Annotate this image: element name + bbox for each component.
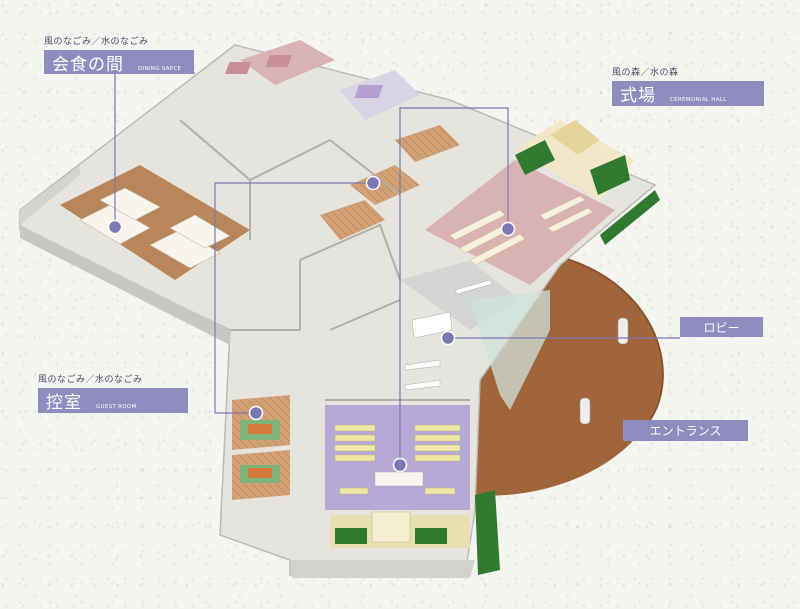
ceremonial-hall-floor (425, 160, 615, 285)
guest-label-group: 風のなごみ／水のなごみ 控室 GUEST ROOM (38, 372, 188, 413)
ceremony-label-group: 風の森／水の森 式場 CEREMONIAL HALL (612, 65, 764, 106)
marker-guest (248, 405, 264, 421)
leader-line-ceremony (399, 107, 509, 465)
guest-title: 控室 (46, 393, 82, 413)
dining-tag: 会食の間 DINING SAPCE (44, 50, 194, 75)
marker-dining (107, 219, 123, 235)
dining-english: DINING SAPCE (138, 66, 182, 72)
ceremony-subtitle: 風の森／水の森 (612, 68, 679, 78)
guest-tag: 控室 GUEST ROOM (38, 388, 188, 413)
dining-label-group: 風のなごみ／水のなごみ 会食の間 DINING SAPCE (44, 34, 194, 75)
marker-guest-top (365, 175, 381, 191)
dining-subtitle: 風のなごみ／水のなごみ (44, 37, 149, 47)
guest-subtitle: 風のなごみ／水のなごみ (38, 375, 143, 385)
lobby-tag: ロビー (680, 317, 763, 337)
marker-ceremony (500, 221, 516, 237)
entrance-tag: エントランス (623, 420, 748, 441)
ceremony-english: CEREMONIAL HALL (670, 97, 727, 103)
marker-lobby (440, 330, 456, 346)
ceremony-title: 式場 (620, 86, 656, 106)
marker-hall (392, 457, 408, 473)
ceremony-tag: 式場 CEREMONIAL HALL (612, 81, 764, 106)
dining-title: 会食の間 (52, 55, 124, 75)
guest-english: GUEST ROOM (96, 404, 137, 410)
leader-line-guest (214, 182, 373, 414)
